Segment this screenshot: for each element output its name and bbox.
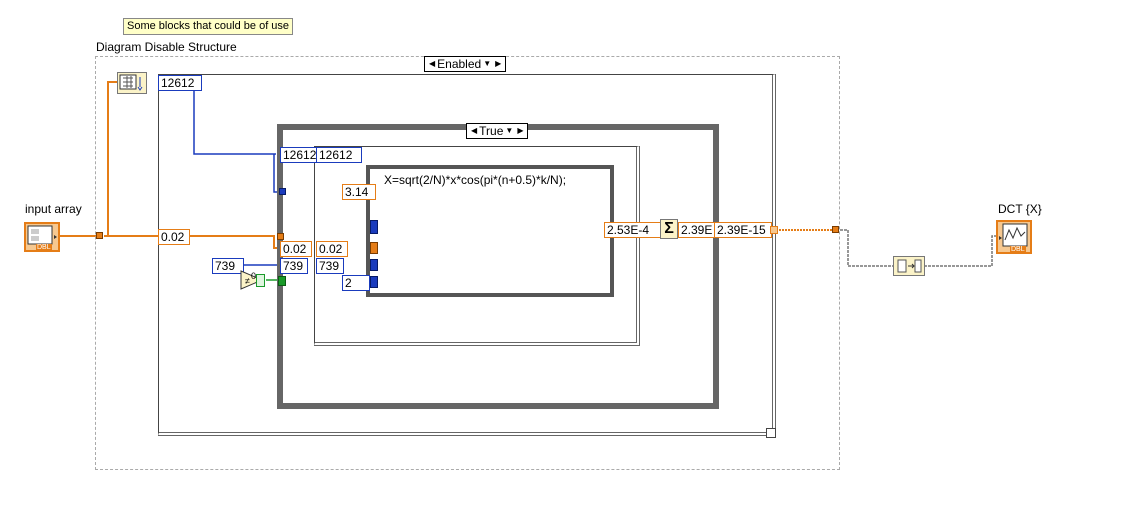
formula-input-n[interactable] [370, 259, 378, 271]
dropdown-arrow-icon[interactable]: ▼ [483, 59, 492, 68]
disable-structure-selector[interactable]: ◀ Enabled ▼ ▶ [424, 56, 507, 72]
formula-input-x[interactable] [370, 242, 378, 254]
output-label: DCT {X} [998, 202, 1042, 216]
mid-count-terminal[interactable]: 12612 [280, 147, 318, 163]
dropdown-arrow-icon[interactable]: ▼ [505, 126, 514, 135]
index-terminal-a[interactable]: 739 [280, 258, 308, 274]
comment-note: Some blocks that could be of use [123, 18, 294, 35]
outer-for-loop[interactable] [158, 74, 776, 436]
mid-scalar-terminal[interactable]: 0.02 [280, 241, 312, 257]
formula-input-N[interactable] [370, 276, 378, 288]
decrement-arrow-icon[interactable]: ◀ [429, 59, 436, 68]
loop-output-tunnel[interactable] [770, 226, 778, 234]
loop-iteration-terminal [766, 428, 776, 438]
outer-scalar-terminal[interactable]: 0.02 [158, 229, 190, 245]
increment-arrow-icon[interactable]: ▶ [517, 126, 524, 135]
case-selector[interactable]: ◀ True ▼ ▶ [466, 123, 529, 139]
formula-input-k[interactable] [370, 220, 378, 234]
result-terminal[interactable]: 2.39E-15 [714, 222, 772, 238]
outer-count-terminal[interactable]: 12612 [158, 75, 202, 91]
case-tunnel-count[interactable] [279, 188, 286, 195]
decrement-arrow-icon[interactable]: ◀ [471, 126, 478, 135]
case-tunnel-scalar[interactable] [277, 233, 284, 240]
bool-indicator [256, 274, 265, 287]
formula-node[interactable]: X=sqrt(2/N)*x*cos(pi*(n+0.5)*k/N); [366, 165, 614, 297]
dct-indicator[interactable]: DBL [996, 220, 1032, 254]
small-const[interactable]: 2 [342, 275, 370, 291]
case-selector-value: True [479, 124, 504, 138]
disable-output-tunnel[interactable] [832, 226, 839, 233]
pi-constant[interactable]: 3.14 [342, 184, 376, 200]
wire-count-to-loop [193, 82, 276, 155]
bool-tunnel[interactable] [278, 276, 286, 286]
zero-const: 0 [251, 271, 257, 281]
summation-icon[interactable]: Σ [660, 219, 678, 239]
build-array-node[interactable] [893, 256, 925, 276]
input-array-label: input array [25, 202, 82, 216]
inner-count-terminal[interactable]: 12612 [316, 147, 362, 163]
sum-input-terminal[interactable]: 2.53E-4 [604, 222, 662, 238]
array-size-icon [119, 74, 143, 91]
formula-text[interactable]: X=sqrt(2/N)*x*cos(pi*(n+0.5)*k/N); [384, 173, 567, 187]
increment-arrow-icon[interactable]: ▶ [495, 59, 502, 68]
selector-value: Enabled [437, 57, 482, 71]
type-tag: DBL [1010, 246, 1026, 253]
waveform-graph-icon [999, 223, 1028, 247]
input-tunnel[interactable] [96, 232, 103, 239]
index-terminal-b[interactable]: 739 [316, 258, 344, 274]
index-constant[interactable]: 739 [212, 258, 244, 274]
inner-scalar-terminal[interactable]: 0.02 [316, 241, 348, 257]
sum-output-terminal[interactable]: 2.39E [678, 222, 716, 238]
compare-node[interactable]: ≠ 0 [240, 270, 266, 290]
array-size-node[interactable] [117, 72, 147, 94]
disable-structure-label: Diagram Disable Structure [96, 40, 237, 54]
build-array-icon [897, 259, 922, 273]
svg-text:≠: ≠ [245, 276, 250, 286]
input-array-control[interactable]: DBL [24, 222, 60, 252]
type-tag: DBL [36, 244, 52, 251]
greater-than-zero-icon: ≠ [240, 270, 264, 290]
